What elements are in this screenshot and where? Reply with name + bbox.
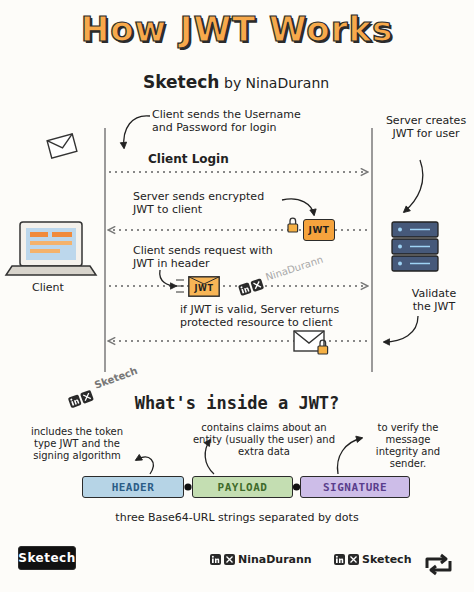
step-note: Validate the JWT — [403, 287, 465, 313]
node-label: HEADER — [112, 482, 155, 493]
x-icon — [348, 554, 359, 565]
annotation-arrow — [384, 316, 418, 342]
annotation-arrow — [282, 199, 314, 215]
x-icon — [250, 278, 264, 292]
brand-name: Sketech — [143, 72, 219, 92]
envelope-icon — [47, 134, 77, 158]
annotation-arrow — [160, 270, 176, 286]
step-note: Client sends request with JWT in header — [133, 244, 295, 270]
section-heading: What's inside a JWT? — [0, 393, 474, 413]
signature-box: SIGNATURE — [300, 476, 410, 498]
node-label: Sketech — [18, 552, 75, 564]
part-note: to verify the message integrity and send… — [364, 422, 452, 470]
motion-lines — [174, 280, 184, 292]
message-arrow — [109, 285, 367, 287]
message-arrow — [109, 340, 367, 342]
message-arrow — [109, 171, 367, 173]
step-note: Server sends encrypted JWT to client — [133, 190, 283, 216]
laptop-display — [26, 228, 76, 260]
node-label: SIGNATURE — [323, 482, 387, 493]
server-slot — [410, 263, 430, 265]
screen-block — [30, 232, 48, 237]
server-unit — [392, 239, 438, 254]
leader-arrow — [205, 440, 214, 474]
client-lifeline — [104, 128, 106, 372]
padlock-shackle — [320, 340, 326, 346]
padlock-shackle — [290, 218, 296, 224]
repost-icon — [431, 566, 436, 574]
envelope-flap — [189, 277, 219, 284]
laptop-screen — [20, 222, 82, 266]
node-label: JWT — [309, 226, 330, 235]
leader-arrow — [337, 438, 362, 474]
actor-label: Client — [32, 281, 64, 294]
header-box: HEADER — [82, 476, 184, 498]
screen-block — [52, 232, 72, 237]
message-label: Client Login — [148, 152, 229, 166]
envelope-flap — [47, 134, 75, 151]
server-slot — [410, 246, 430, 248]
server-slot — [410, 229, 430, 231]
payload-box: PAYLOAD — [192, 476, 293, 498]
padlock-icon — [318, 346, 328, 354]
server-light — [398, 228, 402, 232]
linkedin-icon — [334, 554, 345, 565]
repost-icon — [441, 555, 446, 563]
format-note: three Base64-URL strings separated by do… — [0, 511, 474, 524]
step-note: if JWT is valid, Server returns protecte… — [180, 303, 375, 329]
step-note: Client sends the Username and Password f… — [152, 108, 317, 134]
part-note: includes the token type JWT and the sign… — [20, 426, 134, 462]
linkedin-icon — [68, 394, 82, 408]
x-icon — [80, 390, 94, 404]
annotation-arrow — [404, 160, 423, 212]
linkedin-icon — [210, 554, 221, 565]
screen-block — [30, 249, 60, 253]
envelope-flap — [294, 331, 324, 343]
envelope-body — [189, 277, 219, 296]
screen-block — [30, 241, 72, 245]
token-badge: JWT — [303, 219, 335, 241]
title: How JWT Works — [0, 12, 474, 46]
author-credit: by NinaDurann — [224, 75, 329, 92]
social-handle: Sketech — [362, 553, 411, 566]
annotation-arrow — [124, 116, 150, 148]
padlock-icon — [288, 224, 298, 232]
node-label: PAYLOAD — [218, 482, 268, 493]
server-light — [398, 262, 402, 266]
node-label: JWT — [195, 280, 214, 293]
separator-dot — [184, 483, 191, 490]
server-light — [398, 245, 402, 249]
social-handle: NinaDurann — [238, 553, 312, 566]
watermark: NinaDurann — [264, 254, 324, 284]
x-icon — [224, 554, 235, 565]
brand-logo: Sketech — [18, 546, 76, 570]
token-envelope: JWT — [188, 276, 220, 297]
watermark: Sketech — [93, 365, 139, 392]
part-note: contains claims about an entity (usually… — [186, 422, 342, 458]
server-unit — [392, 222, 438, 237]
server-note: Server creates JWT for user — [385, 114, 467, 140]
laptop-base — [6, 266, 96, 275]
leader-arrow — [136, 457, 153, 474]
server-unit — [392, 256, 438, 271]
linkedin-icon — [238, 282, 252, 296]
server-lifeline — [371, 128, 373, 372]
